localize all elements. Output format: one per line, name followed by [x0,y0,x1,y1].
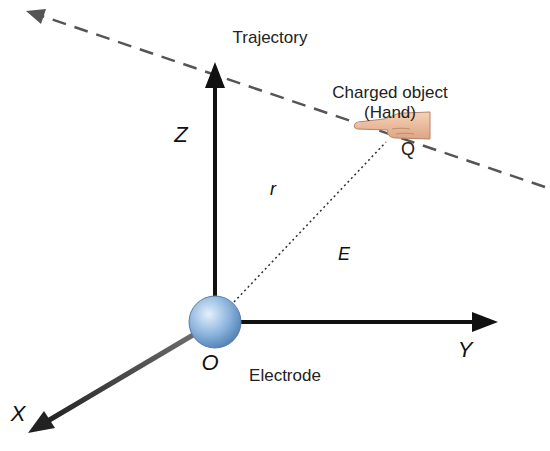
z-arrowhead [205,62,225,88]
axis-label: X [3,401,33,427]
distance-label: r [261,179,285,201]
charge-label: Q [393,139,423,161]
trajectory-line [42,16,545,187]
axis-label: Z [166,122,196,148]
distance-line [234,142,386,302]
origin-label: O [195,350,225,376]
z-axis [213,82,217,322]
y-arrowhead [472,312,498,332]
trajectory-label: Trajectory [210,28,330,48]
object-label: Charged object (Hand) [325,83,455,124]
y-axis [215,320,478,324]
electrode-label: Electrode [230,366,340,386]
x-arrowhead [28,411,55,433]
trajectory-arrowhead [26,9,46,24]
field-label: E [332,244,356,266]
axis-label: Y [450,337,480,363]
electrode-sphere [189,296,241,348]
x-axis [46,322,215,422]
